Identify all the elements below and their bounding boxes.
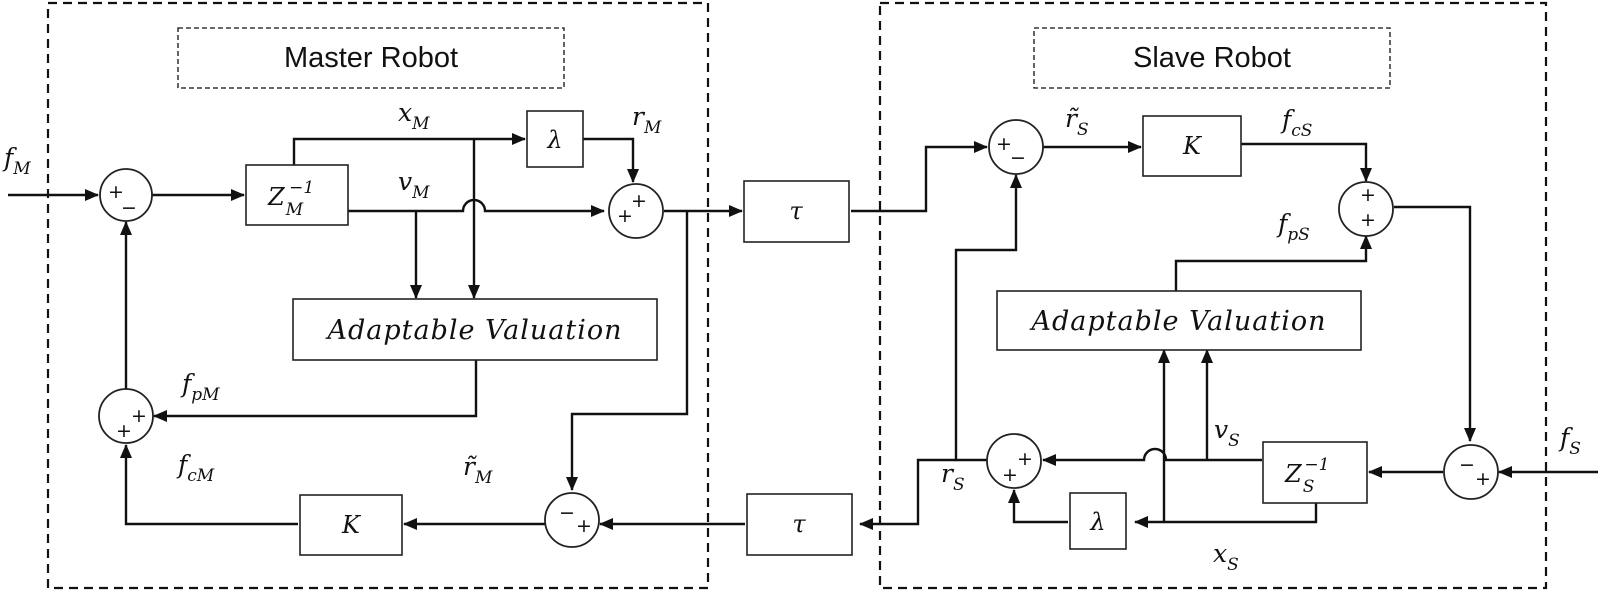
slave-title-box: [1033, 27, 1391, 89]
master-lambda-block: λ: [526, 110, 584, 168]
svg-text:+: +: [1475, 468, 1491, 490]
master-title: Master Robot: [284, 42, 458, 74]
backward-delay-block: τ: [746, 493, 853, 556]
label-f-m: fM: [2, 143, 31, 179]
slave-gain-block: K: [1142, 115, 1242, 177]
svg-text:ZM−1: ZM−1: [267, 178, 314, 220]
slave-error-sum: + −: [988, 119, 1044, 175]
label-r-s: rS: [941, 459, 965, 495]
svg-text:+: +: [1002, 464, 1018, 486]
slave-wires: [851, 141, 1598, 530]
svg-text:Adaptable Valuation: Adaptable Valuation: [1029, 306, 1327, 337]
svg-text:τ: τ: [789, 197, 803, 225]
svg-text:Adaptable Valuation: Adaptable Valuation: [325, 315, 623, 346]
label-x-m: xM: [398, 98, 430, 134]
master-wires: [8, 133, 745, 530]
svg-text:τ: τ: [792, 510, 806, 538]
master-reference-sum: + +: [608, 183, 664, 239]
master-impedance-block: ZM−1: [245, 164, 349, 226]
master-title-box: [177, 27, 565, 89]
svg-text:+: +: [108, 181, 124, 203]
slave-adaptable-valuation-block: Adaptable Valuation: [996, 290, 1362, 351]
svg-text:−: −: [559, 502, 575, 524]
slave-impedance-block: ZS−1: [1262, 441, 1368, 504]
master-error-sum: − +: [544, 492, 600, 548]
master-input-sum: + −: [99, 168, 153, 222]
label-f-pm: fpM: [180, 369, 220, 405]
label-f-s: fS: [1558, 423, 1581, 459]
forward-delay-block: τ: [743, 180, 850, 243]
svg-text:−: −: [121, 197, 137, 219]
master-adaptable-valuation-block: Adaptable Valuation: [292, 298, 658, 361]
svg-text:K: K: [1182, 132, 1203, 160]
svg-text:λ: λ: [546, 126, 562, 154]
label-v-s: vS: [1214, 415, 1240, 451]
svg-text:+: +: [1017, 448, 1033, 470]
svg-text:+: +: [1360, 184, 1376, 206]
slave-force-sum: + +: [1338, 181, 1394, 237]
svg-text:+: +: [131, 405, 147, 427]
svg-text:λ: λ: [1089, 508, 1105, 536]
label-f-cs: fcS: [1280, 105, 1312, 141]
label-x-s: xS: [1213, 539, 1239, 575]
master-feedback-sum: + +: [98, 388, 154, 444]
label-r-m: rM: [632, 102, 662, 138]
svg-text:+: +: [576, 515, 592, 537]
slave-title: Slave Robot: [1133, 42, 1291, 74]
label-r-tilde-m: r̃M: [463, 452, 493, 488]
label-v-m: vM: [398, 167, 430, 203]
label-f-ps: fpS: [1276, 209, 1310, 245]
svg-text:+: +: [617, 205, 633, 227]
svg-text:+: +: [1360, 209, 1376, 231]
label-r-tilde-s: r̃S: [1065, 104, 1089, 140]
svg-text:K: K: [341, 511, 362, 539]
svg-text:+: +: [631, 190, 647, 212]
svg-text:+: +: [116, 420, 132, 442]
slave-reference-sum: + +: [986, 433, 1042, 489]
svg-text:−: −: [1459, 454, 1475, 476]
master-region: [46, 1, 710, 590]
label-f-cm: fcM: [176, 450, 215, 486]
svg-text:+: +: [996, 133, 1012, 155]
slave-region: [878, 1, 1548, 590]
slave-lambda-block: λ: [1069, 492, 1127, 550]
svg-text:−: −: [1010, 147, 1026, 169]
slave-input-sum: − +: [1443, 444, 1499, 500]
master-gain-block: K: [299, 494, 403, 556]
svg-text:ZS−1: ZS−1: [1284, 455, 1329, 497]
